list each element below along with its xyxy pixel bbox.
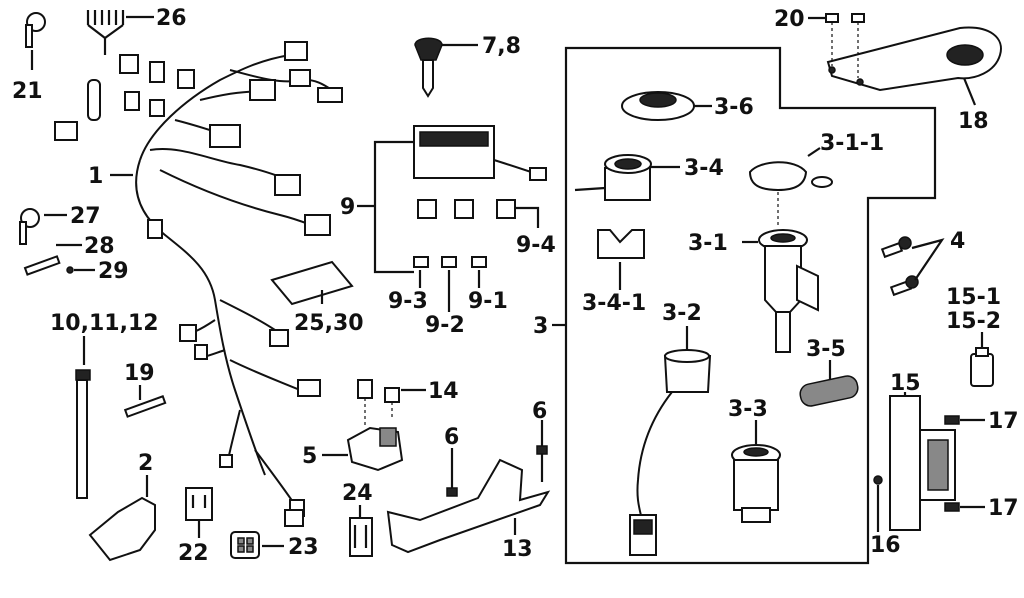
label-3-6: 3-6 bbox=[714, 95, 754, 120]
wire-harness bbox=[119, 41, 343, 527]
label-3-3: 3-3 bbox=[728, 397, 768, 422]
label-3: 3 bbox=[533, 314, 548, 339]
assembly-box-3 bbox=[564, 46, 937, 565]
part-3-4-lock bbox=[574, 154, 652, 201]
part-27-clip bbox=[19, 208, 40, 245]
part-9-relay-box bbox=[413, 125, 547, 268]
label-2: 2 bbox=[138, 451, 153, 476]
reference-labels: 26 21 1 27 28 29 10,11,12 19 2 22 23 24 … bbox=[12, 6, 1019, 566]
part-23-connector bbox=[230, 531, 260, 559]
label-5: 5 bbox=[302, 444, 317, 469]
label-7-8: 7,8 bbox=[482, 34, 521, 59]
label-3-1-1: 3-1-1 bbox=[820, 131, 884, 156]
part-7-key bbox=[414, 37, 443, 98]
part-5-relay bbox=[346, 379, 404, 472]
label-9: 9 bbox=[340, 195, 355, 220]
part-25-sheet bbox=[270, 260, 354, 306]
label-17a: 17 bbox=[988, 409, 1019, 434]
label-6a: 6 bbox=[444, 425, 459, 450]
label-3-5: 3-5 bbox=[806, 337, 846, 362]
label-17b: 17 bbox=[988, 496, 1019, 521]
label-10-11-12: 10,11,12 bbox=[50, 311, 159, 336]
label-14: 14 bbox=[428, 379, 459, 404]
part-26-terminal bbox=[54, 10, 125, 141]
label-23: 23 bbox=[288, 535, 319, 560]
part-19-pin bbox=[123, 395, 167, 418]
label-16: 16 bbox=[870, 533, 901, 558]
part-13-bracket bbox=[386, 428, 551, 554]
label-15-2: 15-2 bbox=[946, 309, 1001, 334]
label-25-30: 25,30 bbox=[294, 311, 364, 336]
part-3-6-grommet bbox=[621, 91, 695, 121]
part-24-connector bbox=[349, 517, 373, 557]
part-4-bolts bbox=[880, 236, 919, 297]
part-3-2-harness bbox=[629, 349, 712, 556]
label-9-2: 9-2 bbox=[425, 313, 465, 338]
label-6b: 6 bbox=[532, 399, 547, 424]
part-29-screw bbox=[66, 266, 74, 274]
part-21-clip bbox=[25, 12, 46, 48]
label-1: 1 bbox=[88, 164, 103, 189]
label-19: 19 bbox=[124, 361, 155, 386]
label-15-1: 15-1 bbox=[946, 285, 1001, 310]
label-13: 13 bbox=[502, 537, 533, 562]
part-18-bracket bbox=[825, 13, 1002, 92]
part-22-connector bbox=[185, 487, 213, 521]
part-15-panel bbox=[873, 395, 960, 531]
label-27: 27 bbox=[70, 204, 101, 229]
label-22: 22 bbox=[178, 541, 209, 566]
part-15-1-fuse bbox=[970, 347, 994, 387]
label-4: 4 bbox=[950, 229, 965, 254]
label-9-1: 9-1 bbox=[468, 289, 508, 314]
label-28: 28 bbox=[84, 234, 115, 259]
label-29: 29 bbox=[98, 259, 129, 284]
label-3-1: 3-1 bbox=[688, 231, 728, 256]
label-24: 24 bbox=[342, 481, 373, 506]
label-3-4-1: 3-4-1 bbox=[582, 291, 646, 316]
part-10-cable-tie bbox=[75, 369, 91, 499]
part-3-4-1-clip bbox=[597, 229, 645, 259]
label-9-4: 9-4 bbox=[516, 233, 556, 258]
label-20: 20 bbox=[774, 7, 805, 32]
label-3-2: 3-2 bbox=[662, 301, 702, 326]
label-3-4: 3-4 bbox=[684, 156, 724, 181]
leader-lines bbox=[30, 15, 985, 548]
label-9-3: 9-3 bbox=[388, 289, 428, 314]
part-3-3-lock bbox=[731, 444, 781, 523]
part-28-pin bbox=[23, 255, 61, 276]
part-2-bracket bbox=[88, 496, 156, 562]
label-18: 18 bbox=[958, 109, 989, 134]
label-15: 15 bbox=[890, 371, 921, 396]
label-26: 26 bbox=[156, 6, 187, 31]
part-3-5-grip bbox=[799, 375, 859, 407]
part-3-1-switch bbox=[758, 229, 819, 353]
part-3-1-1-cover bbox=[748, 161, 833, 228]
label-21: 21 bbox=[12, 79, 43, 104]
